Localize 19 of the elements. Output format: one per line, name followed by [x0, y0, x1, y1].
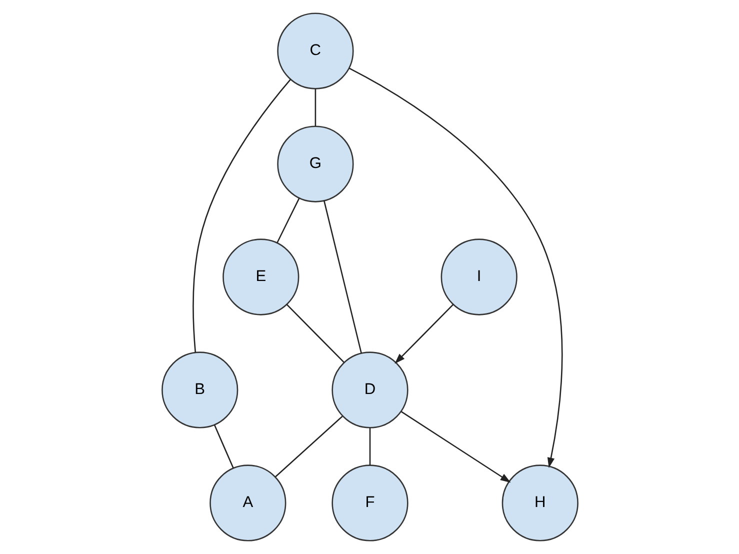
connector — [368, 428, 370, 466]
node-circle: C — [276, 12, 354, 90]
connector — [286, 304, 344, 363]
connector — [213, 424, 234, 468]
node-circle: A — [209, 464, 286, 542]
arrow — [394, 304, 454, 364]
connector — [314, 89, 316, 126]
node-circle: G — [276, 126, 354, 202]
node-circle: H — [501, 464, 578, 542]
connector — [276, 198, 300, 243]
node-circle: I — [440, 238, 517, 316]
connector — [192, 79, 290, 353]
node-circle: F — [331, 464, 408, 542]
node-circle: E — [222, 238, 299, 316]
connector — [274, 416, 342, 478]
node-circle: B — [161, 352, 238, 428]
connector — [322, 200, 362, 354]
arrow — [348, 68, 562, 468]
arrow — [400, 411, 510, 483]
